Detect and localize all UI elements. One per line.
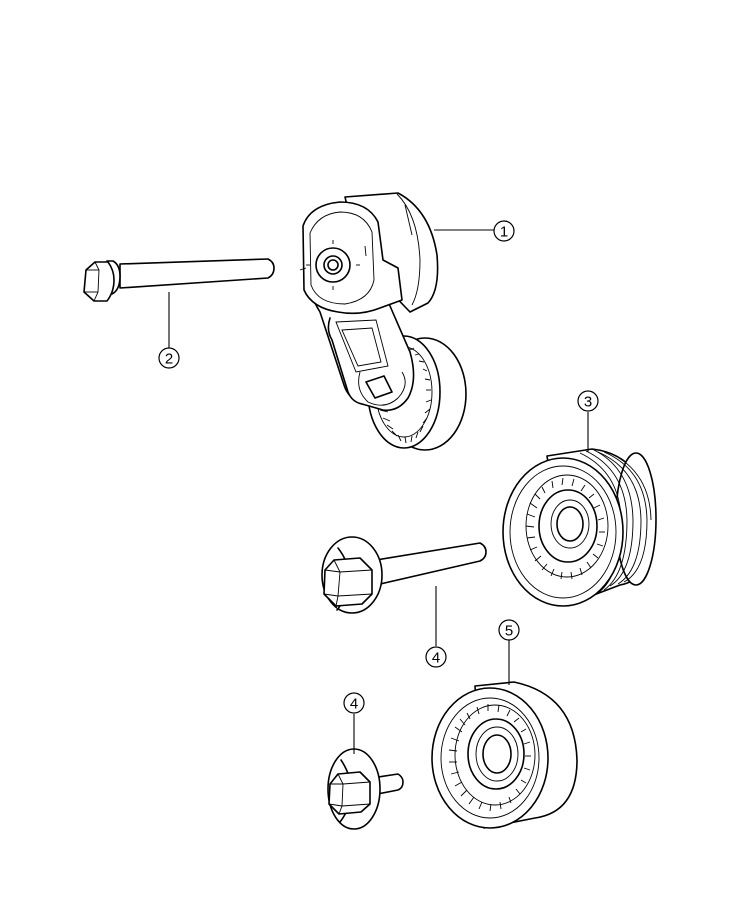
callout-4a: 4 — [425, 646, 447, 668]
smooth-pulley-part — [431, 681, 578, 829]
callout-4a-label: 4 — [432, 650, 440, 667]
callout-4b: 4 — [343, 692, 365, 714]
belt-tensioner-part — [299, 192, 467, 451]
callout-5: 5 — [498, 619, 520, 641]
callout-1-label: 1 — [500, 224, 508, 241]
callout-4b-label: 4 — [350, 696, 358, 713]
callout-2: 2 — [158, 347, 180, 369]
callout-2-label: 2 — [165, 351, 173, 368]
callout-3-label: 3 — [584, 394, 592, 411]
callout-3: 3 — [577, 390, 599, 412]
long-bolt-part — [83, 258, 275, 302]
flanged-bolt-part — [321, 536, 487, 614]
grooved-pulley-part — [502, 448, 657, 607]
callout-1: 1 — [493, 220, 515, 242]
leader-lines — [168, 229, 589, 754]
short-flanged-bolt-part — [327, 748, 404, 830]
callout-5-label: 5 — [505, 623, 513, 640]
